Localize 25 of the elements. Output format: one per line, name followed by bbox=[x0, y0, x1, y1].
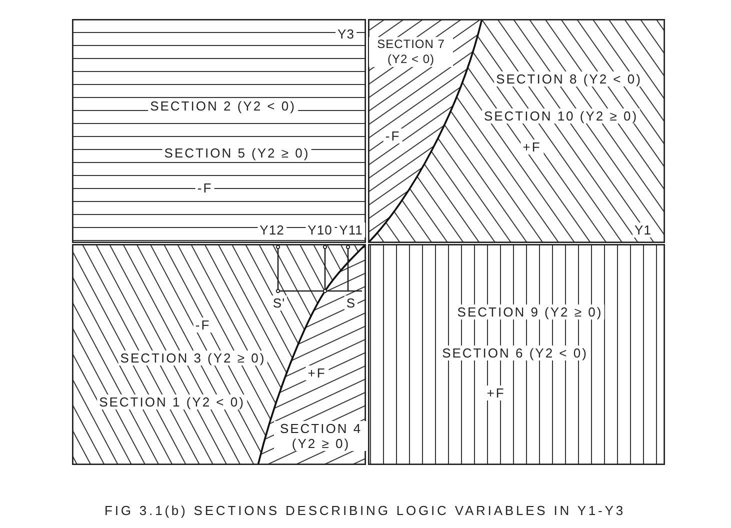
section-label: SECTION 2 (Y2 < 0) bbox=[148, 98, 298, 114]
section-label: SECTION 10 (Y2 ≥ 0) bbox=[482, 108, 640, 124]
sign-label: -F bbox=[195, 180, 215, 196]
section-label: SECTION 3 (Y2 ≥ 0) bbox=[118, 350, 268, 366]
sign-label: -F bbox=[383, 128, 403, 144]
section-label: SECTION 5 (Y2 ≥ 0) bbox=[162, 146, 312, 160]
variable-label: Y10 bbox=[306, 222, 334, 238]
section-label: SECTION 7 (Y2 < 0) bbox=[369, 37, 453, 67]
section-label: SECTION 1 (Y2 < 0) bbox=[97, 394, 247, 410]
hatched-quadrant bbox=[368, 19, 665, 243]
section-label: SECTION 4 (Y2 ≥ 0) bbox=[274, 421, 368, 451]
figure-caption: FIG 3.1(b) SECTIONS DESCRIBING LOGIC VARIABLES IN Y1-Y3 bbox=[104, 503, 626, 519]
sign-label: +F bbox=[520, 140, 544, 154]
point-label: S' bbox=[270, 296, 288, 310]
point-label: S bbox=[344, 296, 358, 310]
hatched-quadrant bbox=[368, 244, 665, 465]
sign-label: -F bbox=[193, 318, 213, 332]
variable-label: Y11 bbox=[337, 222, 365, 238]
axis-label: Y1 bbox=[632, 222, 654, 238]
variable-label: Y12 bbox=[258, 222, 286, 238]
section-label: SECTION 9 (Y2 ≥ 0) bbox=[455, 304, 605, 320]
sign-label: +F bbox=[306, 366, 328, 380]
hatched-quadrant bbox=[72, 19, 366, 243]
axis-label: Y3 bbox=[336, 26, 356, 42]
hatched-quadrant bbox=[72, 244, 366, 465]
